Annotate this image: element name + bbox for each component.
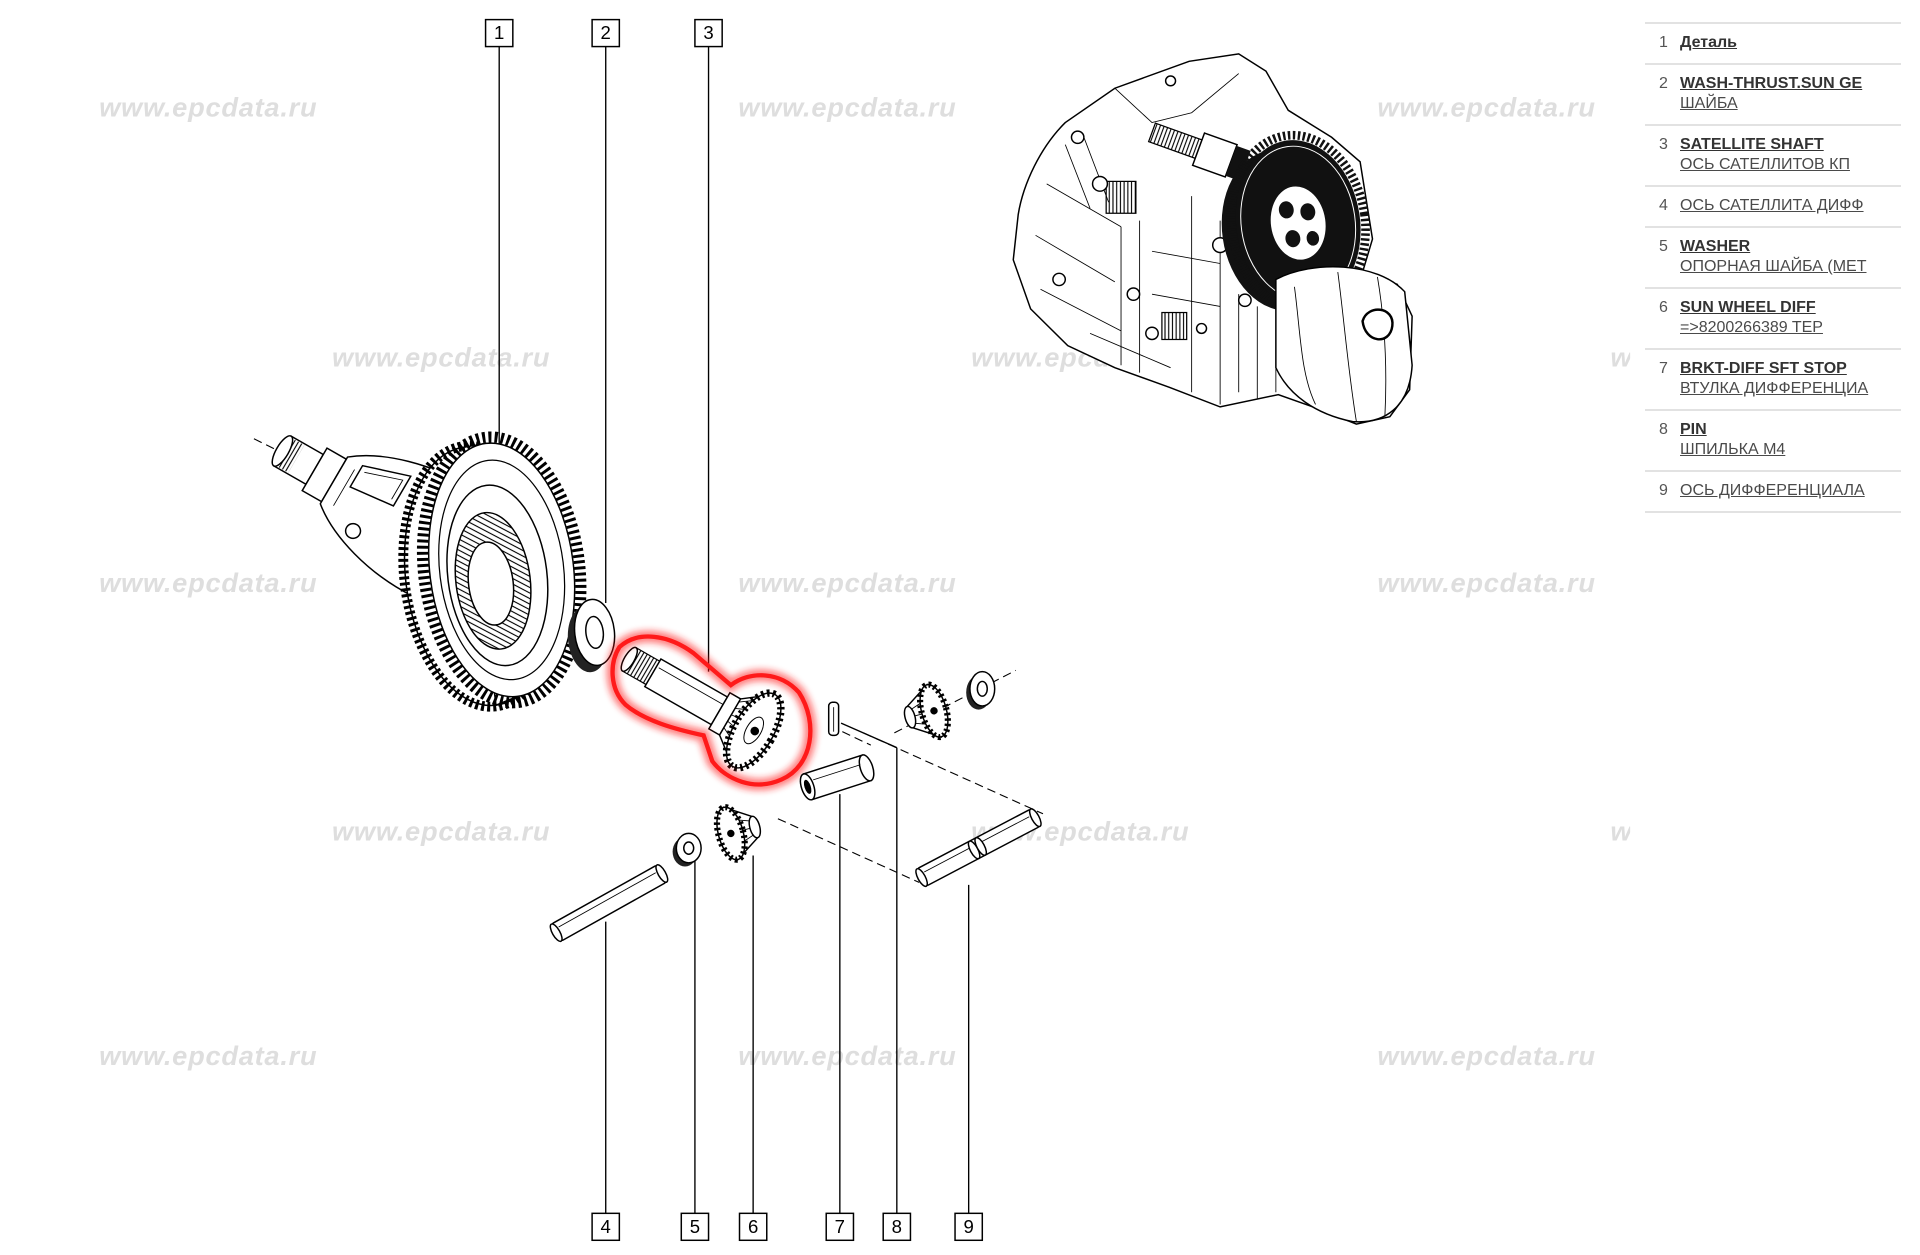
part-text: ОСЬ САТЕЛЛИТА ДИФФ xyxy=(1680,196,1901,216)
satellite-shaft-gear xyxy=(620,646,785,772)
callouts: 1 2 3 4 5 6 7 8 9 xyxy=(484,18,984,1242)
part-row-7: 7 BRKT-DIFF SFT STOP ВТУЛКА ДИФФЕРЕНЦИА xyxy=(1645,350,1901,411)
selection-highlight xyxy=(606,630,817,791)
part-text: SATELLITE SHAFT ОСЬ САТЕЛЛИТОВ КП xyxy=(1680,135,1901,175)
differential-housing xyxy=(271,431,587,712)
part-number: 2 xyxy=(1659,75,1668,92)
watermark: www.epcdata.ru xyxy=(1377,567,1595,598)
parts-list: 1 Деталь 2 WASH-THRUST.SUN GE ШАЙБА 3 SATELLIT… xyxy=(1645,22,1901,513)
leader-lines xyxy=(498,46,970,1214)
pin xyxy=(827,701,840,737)
ring-gear xyxy=(398,431,587,712)
part-description-link[interactable]: ОСЬ ДИФФЕРЕНЦИАЛА xyxy=(1680,482,1865,499)
part-number: 7 xyxy=(1659,360,1668,377)
part-row-8: 8 PIN ШПИЛЬКА М4 xyxy=(1645,411,1901,472)
callout-3: 3 xyxy=(703,22,713,43)
part-row-3: 3 SATELLITE SHAFT ОСЬ САТЕЛЛИТОВ КП xyxy=(1645,126,1901,187)
part-description-link[interactable]: ОПОРНАЯ ШАЙБА (МЕТ xyxy=(1680,258,1867,275)
part-text: ОСЬ ДИФФЕРЕНЦИАЛА xyxy=(1680,481,1901,501)
watermark: www.epcdata.ru xyxy=(99,1040,317,1071)
part-text: Деталь xyxy=(1680,33,1901,53)
washer-upper xyxy=(966,670,996,710)
callout-8: 8 xyxy=(892,1216,902,1237)
washer xyxy=(672,832,702,867)
part-description-link[interactable]: ШПИЛЬКА М4 xyxy=(1680,441,1786,458)
part-number: 1 xyxy=(1659,34,1668,51)
gearbox-illustration xyxy=(1012,53,1413,425)
part-number: 3 xyxy=(1659,136,1668,153)
watermark: www.epcdata.ru xyxy=(1377,1040,1595,1071)
part-number: 8 xyxy=(1659,421,1668,438)
watermark: www.epcdata.ru xyxy=(332,816,550,847)
part-number: 5 xyxy=(1659,238,1668,255)
sun-wheel-upper xyxy=(903,681,951,741)
part-row-4: 4 ОСЬ САТЕЛЛИТА ДИФФ xyxy=(1645,187,1901,228)
part-row-5: 5 WASHER ОПОРНАЯ ШАЙБА (МЕТ xyxy=(1645,228,1901,289)
callout-6: 6 xyxy=(748,1216,758,1237)
part-description-link[interactable]: ОСЬ САТЕЛЛИТА ДИФФ xyxy=(1680,197,1864,214)
part-description-link[interactable]: =>8200266389 TEP xyxy=(1680,319,1823,336)
callout-2: 2 xyxy=(601,22,611,43)
part-name-link[interactable]: Деталь xyxy=(1680,34,1738,51)
part-text: WASH-THRUST.SUN GE ШАЙБА xyxy=(1680,74,1901,114)
callout-7: 7 xyxy=(835,1216,845,1237)
part-text: BRKT-DIFF SFT STOP ВТУЛКА ДИФФЕРЕНЦИА xyxy=(1680,359,1901,399)
part-name-link[interactable]: PIN xyxy=(1680,421,1707,438)
satellite-axle xyxy=(549,864,669,943)
part-description-link[interactable]: ОСЬ САТЕЛЛИТОВ КП xyxy=(1680,156,1850,173)
part-text: WASHER ОПОРНАЯ ШАЙБА (МЕТ xyxy=(1680,237,1901,277)
watermark: www.epcdata.ru xyxy=(332,342,550,373)
part-description-link[interactable]: ВТУЛКА ДИФФЕРЕНЦИА xyxy=(1680,380,1869,397)
part-name-link[interactable]: SUN WHEEL DIFF xyxy=(1680,299,1816,316)
part-description-link[interactable]: ШАЙБА xyxy=(1680,95,1738,112)
watermark: www.epcdata.ru xyxy=(1610,342,1828,373)
callout-4: 4 xyxy=(601,1216,611,1237)
part-text: PIN ШПИЛЬКА М4 xyxy=(1680,420,1901,460)
part-row-9: 9 ОСЬ ДИФФЕРЕНЦИАЛА xyxy=(1645,472,1901,513)
watermark: www.epcdata.ru xyxy=(738,1040,956,1071)
watermark: www.epcdata.ru xyxy=(99,92,317,123)
thrust-washer xyxy=(567,598,616,673)
assembly-lines xyxy=(253,438,1044,883)
part-number: 9 xyxy=(1659,482,1668,499)
callout-9: 9 xyxy=(964,1216,974,1237)
part-row-1: 1 Деталь xyxy=(1645,24,1901,65)
part-name-link[interactable]: BRKT-DIFF SFT STOP xyxy=(1680,360,1847,377)
part-number: 4 xyxy=(1659,197,1668,214)
sun-wheel xyxy=(713,804,762,863)
watermark: www.epcdata.ru xyxy=(1610,816,1828,847)
watermark: www.epcdata.ru xyxy=(738,92,956,123)
watermark: www.epcdata.ru xyxy=(1377,92,1595,123)
part-text: SUN WHEEL DIFF =>8200266389 TEP xyxy=(1680,298,1901,338)
part-name-link[interactable]: WASH-THRUST.SUN GE xyxy=(1680,75,1863,92)
differential-axle xyxy=(915,808,1042,888)
watermark-layer: www.epcdata.ru www.epcdata.ru www.epcdat… xyxy=(99,92,1828,1071)
part-row-2: 2 WASH-THRUST.SUN GE ШАЙБА xyxy=(1645,65,1901,126)
callout-1: 1 xyxy=(494,22,504,43)
part-name-link[interactable]: WASHER xyxy=(1680,238,1751,255)
part-row-6: 6 SUN WHEEL DIFF =>8200266389 TEP xyxy=(1645,289,1901,350)
callout-5: 5 xyxy=(690,1216,700,1237)
part-name-link[interactable]: SATELLITE SHAFT xyxy=(1680,136,1824,153)
part-number: 6 xyxy=(1659,299,1668,316)
watermark: www.epcdata.ru xyxy=(99,567,317,598)
diff-sleeve xyxy=(799,754,875,801)
watermark: www.epcdata.ru xyxy=(738,567,956,598)
